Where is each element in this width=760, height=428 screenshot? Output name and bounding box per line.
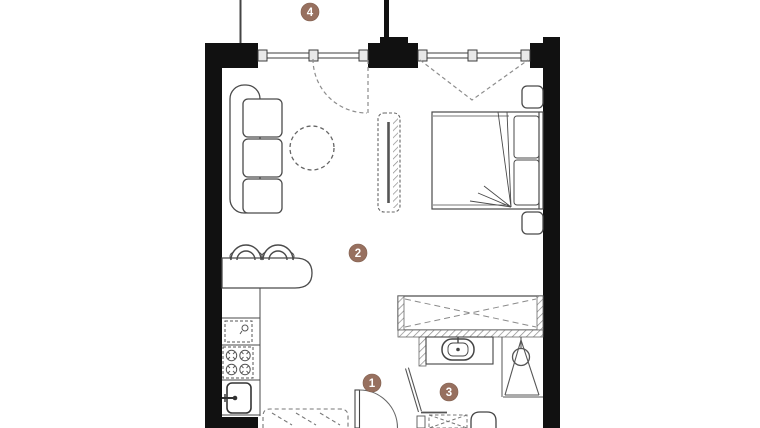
marker-1: 1	[362, 373, 382, 393]
marker-3: 3	[439, 382, 459, 402]
partition-wall	[397, 329, 544, 338]
marker-4: 4	[300, 2, 320, 22]
wardrobe-cross	[404, 298, 537, 328]
washing-machine	[428, 414, 468, 428]
double-bed	[431, 111, 544, 210]
window-frame-clip	[467, 49, 478, 62]
bar-counter	[221, 257, 313, 289]
window-right	[417, 49, 531, 62]
washbasin-counter	[425, 336, 494, 365]
window-frame-clip	[257, 49, 268, 62]
window-frame-clip	[417, 49, 428, 62]
kitchen-counter	[222, 287, 261, 416]
coffee-table	[289, 125, 335, 171]
window-frame-clip	[520, 49, 531, 62]
sofa-cushion	[242, 98, 283, 138]
marker-4-label: 4	[307, 7, 314, 19]
tv-unit-hatch	[393, 117, 398, 208]
pillow	[513, 159, 540, 206]
balcony-door-swing	[312, 58, 369, 114]
sofa-cushion	[242, 178, 283, 214]
dishwasher	[224, 320, 253, 343]
exterior-walls	[205, 0, 560, 428]
stove	[222, 346, 254, 379]
door-frame	[416, 415, 426, 428]
entrance-door	[354, 389, 399, 428]
window-tilt-symbol	[419, 59, 529, 101]
bar-stool-2	[261, 244, 295, 261]
entry-cabinet	[262, 408, 349, 428]
marker-2: 2	[348, 243, 368, 263]
window-frame-clip	[358, 49, 369, 62]
bathroom-door	[404, 367, 447, 428]
partition-pier	[418, 336, 427, 367]
left-wall	[205, 43, 258, 428]
window-pier-wall	[368, 0, 418, 68]
washbasin	[425, 336, 494, 365]
blanket-folds	[469, 111, 512, 208]
toilet	[470, 411, 497, 428]
entrance-door-arc	[359, 389, 399, 428]
nightstand-bottom	[521, 211, 544, 235]
marker-2-label: 2	[355, 248, 361, 260]
entrance-door-leaf	[354, 389, 361, 428]
marker-3-label: 3	[446, 387, 452, 399]
nightstand-top	[521, 85, 544, 109]
pillow	[513, 115, 540, 159]
right-wall	[530, 37, 560, 428]
shower	[503, 337, 543, 398]
marker-1-label: 1	[369, 378, 376, 390]
window-left	[257, 49, 369, 62]
shower-head	[511, 347, 531, 367]
tv-unit	[377, 112, 401, 213]
kitchen-sink	[222, 382, 252, 414]
sofa-cushion	[242, 138, 283, 178]
sofa	[229, 84, 283, 214]
wardrobe	[397, 295, 544, 331]
